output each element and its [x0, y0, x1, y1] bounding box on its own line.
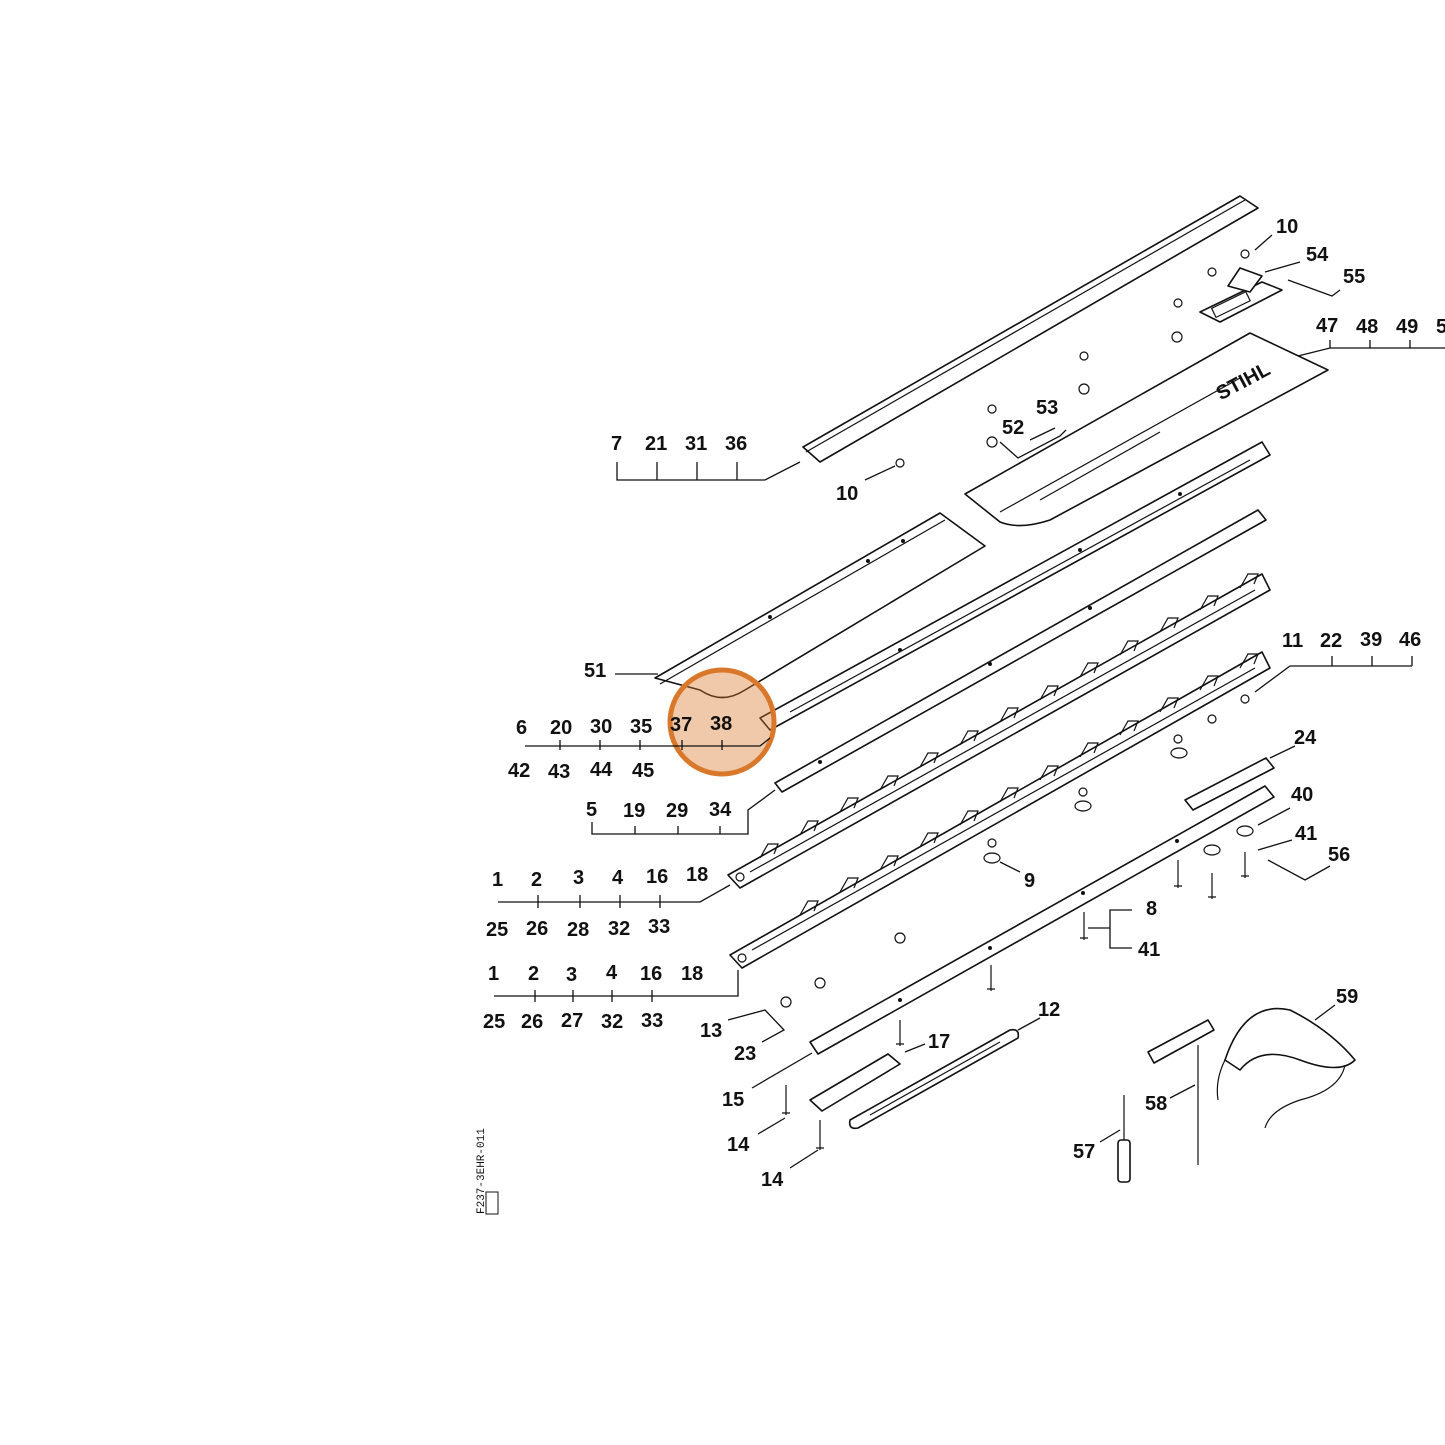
callout-33b: 33 — [641, 1010, 663, 1032]
screwdriver-57 — [1117, 1095, 1131, 1183]
callout-46: 46 — [1399, 629, 1421, 651]
callout-29: 29 — [666, 800, 688, 822]
callout-51: 51 — [584, 660, 606, 682]
safety-glasses-59 — [1216, 1007, 1356, 1129]
callout-10: 10 — [1276, 216, 1298, 238]
callout-labels: 10 54 55 47 48 49 5 7 21 31 36 10 52 53 … — [483, 216, 1445, 1191]
callout-26b: 26 — [521, 1011, 543, 1033]
callout-5: 5 — [586, 799, 597, 821]
callout-55: 55 — [1343, 266, 1365, 288]
callout-52: 52 — [1002, 417, 1024, 439]
callout-15: 15 — [722, 1089, 744, 1111]
callout-13: 13 — [700, 1020, 722, 1042]
cutting-blade-lower — [729, 651, 1271, 969]
blade-cover-strip — [802, 195, 1259, 463]
callout-20: 20 — [550, 717, 572, 739]
plate-17 — [809, 1053, 901, 1112]
callout-37: 37 — [670, 714, 692, 736]
callout-4: 4 — [612, 867, 624, 889]
callout-16: 16 — [646, 866, 668, 888]
leader-lines — [494, 234, 1445, 1169]
callout-43: 43 — [548, 761, 570, 783]
callout-7: 7 — [611, 433, 622, 455]
callout-21: 21 — [645, 433, 667, 455]
callout-6: 6 — [516, 717, 527, 739]
callout-49: 49 — [1396, 316, 1418, 338]
callout-48: 48 — [1356, 316, 1378, 338]
callout-16b: 16 — [640, 963, 662, 985]
callout-41: 41 — [1295, 823, 1317, 845]
t-wrench-58 — [1147, 1019, 1215, 1165]
stihl-guard: STIHL — [964, 332, 1329, 527]
callout-8: 8 — [1146, 898, 1157, 920]
callout-53: 53 — [1036, 397, 1058, 419]
callout-58: 58 — [1145, 1093, 1167, 1115]
cutting-blade-upper — [727, 573, 1271, 889]
bottom-bar-15 — [809, 785, 1275, 1055]
callout-23: 23 — [734, 1043, 756, 1065]
callout-33: 33 — [648, 916, 670, 938]
callout-36: 36 — [725, 433, 747, 455]
callout-2b: 2 — [528, 963, 539, 985]
callout-30: 30 — [590, 716, 612, 738]
callout-54: 54 — [1306, 244, 1329, 266]
bracket-54-55 — [1171, 249, 1283, 343]
callout-31: 31 — [685, 433, 707, 455]
callout-14: 14 — [727, 1134, 750, 1156]
callout-38: 38 — [710, 713, 732, 735]
drawing-code-box — [485, 1191, 499, 1215]
callout-59: 59 — [1336, 986, 1358, 1008]
callout-26: 26 — [526, 918, 548, 940]
callout-19: 19 — [623, 800, 645, 822]
callout-11: 11 — [1282, 630, 1303, 652]
callout-1: 1 — [492, 869, 503, 891]
callout-50: 5 — [1436, 316, 1445, 338]
screws — [782, 852, 1249, 1150]
callout-45: 45 — [632, 760, 654, 782]
callout-56: 56 — [1328, 844, 1350, 866]
callout-32: 32 — [608, 918, 630, 940]
callout-25b: 25 — [483, 1011, 505, 1033]
callout-10b: 10 — [836, 483, 858, 505]
callout-22: 22 — [1320, 630, 1342, 652]
plate-24 — [1184, 757, 1275, 811]
callout-42: 42 — [508, 760, 530, 782]
highlight-marker — [667, 667, 777, 777]
callout-18: 18 — [686, 864, 708, 886]
callout-40: 40 — [1291, 784, 1313, 806]
washers-right — [780, 694, 1254, 1008]
guide-plate-top — [759, 441, 1271, 731]
callout-57: 57 — [1073, 1141, 1095, 1163]
callout-3b: 3 — [566, 964, 577, 986]
callout-2: 2 — [531, 869, 542, 891]
callout-39: 39 — [1360, 629, 1382, 651]
rear-guard — [654, 512, 986, 699]
nuts-52-53 — [895, 351, 1090, 468]
callout-1b: 1 — [488, 963, 499, 985]
callout-25: 25 — [486, 919, 508, 941]
callout-14b: 14 — [761, 1169, 784, 1191]
callout-12: 12 — [1038, 999, 1060, 1021]
callout-27: 27 — [561, 1010, 583, 1032]
plate-12 — [848, 1028, 1020, 1130]
callout-35: 35 — [630, 716, 652, 738]
callout-3: 3 — [573, 867, 584, 889]
callout-44: 44 — [590, 759, 613, 781]
callout-4b: 4 — [606, 962, 618, 984]
callout-17: 17 — [928, 1031, 950, 1053]
callout-41b: 41 — [1138, 939, 1160, 961]
callout-28: 28 — [567, 919, 589, 941]
callout-47: 47 — [1316, 315, 1338, 337]
callout-9: 9 — [1024, 870, 1035, 892]
drawing-code: F237-3EHR-011 — [476, 1128, 488, 1214]
callout-32b: 32 — [601, 1011, 623, 1033]
callout-18b: 18 — [681, 963, 703, 985]
spacer-strip — [774, 509, 1267, 793]
callout-34: 34 — [709, 799, 732, 821]
callout-24: 24 — [1294, 727, 1317, 749]
